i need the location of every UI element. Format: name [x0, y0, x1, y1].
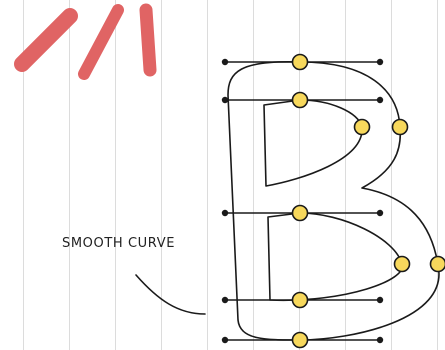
handle-endpoint	[221, 296, 229, 304]
b-outer-outline	[227, 60, 440, 341]
control-point-icon	[291, 331, 309, 349]
control-point-icon	[393, 255, 411, 273]
handle-end-points	[221, 58, 384, 344]
control-point-icon	[353, 118, 371, 136]
smooth-curve-label: SMOOTH CURVE	[62, 236, 176, 251]
control-point-icon	[429, 255, 445, 273]
handle-endpoint	[376, 58, 384, 66]
handle-endpoint	[221, 96, 229, 104]
handle-endpoint	[221, 209, 229, 217]
b-lower-counter	[267, 212, 403, 302]
handle-endpoint	[376, 96, 384, 104]
handle-endpoint	[221, 58, 229, 66]
handle-endpoint	[376, 336, 384, 344]
control-point-icon	[291, 91, 309, 109]
b-upper-counter	[263, 99, 363, 187]
handle-endpoint	[221, 336, 229, 344]
handle-endpoint	[376, 296, 384, 304]
annotation-arrow	[135, 274, 206, 315]
handle-endpoint	[376, 209, 384, 217]
control-point-icon	[291, 204, 309, 222]
control-points	[291, 53, 445, 349]
control-point-icon	[291, 53, 309, 71]
control-point-icon	[391, 118, 409, 136]
brush-strokes-icon	[14, 3, 157, 80]
control-point-icon	[291, 291, 309, 309]
